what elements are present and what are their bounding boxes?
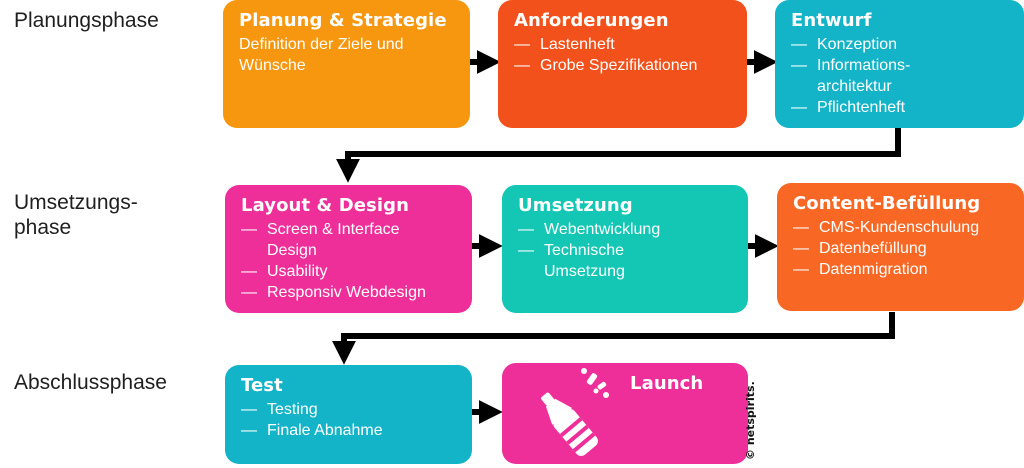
list-item-dash: —	[241, 401, 257, 418]
arrow-entwurf-layout	[336, 128, 901, 183]
phase-label-implementation: Umsetzungs- phase	[14, 191, 138, 239]
list-item: — Datenbefüllung	[793, 238, 1008, 259]
step-title: Planung & Strategie	[239, 10, 447, 31]
list-item-text: Pflichtenheft	[817, 99, 906, 116]
list-item-text: Konzeption	[817, 36, 898, 53]
list-item-dash: —	[514, 57, 530, 74]
step-test: Test — Testing — Finale Abnahme	[225, 365, 472, 464]
phase-label-closing: Abschlussphase	[14, 371, 167, 394]
list-item-dash: —	[241, 221, 257, 238]
list-item-dash: —	[791, 36, 807, 53]
list-item-text: Datenbefüllung	[819, 240, 927, 257]
list-item: — Usability	[241, 261, 456, 282]
step-launch: Launch	[502, 363, 748, 464]
list-item-text: Testing	[267, 401, 318, 418]
list-item-dash: —	[791, 99, 807, 116]
step-entwurf: Entwurf — Konzeption — Informations- archit…	[775, 0, 1024, 128]
list-item: — Datenmigration	[793, 259, 1008, 280]
list-item: — Screen & Interface Design	[241, 219, 456, 261]
list-item: — Webentwicklung	[518, 219, 732, 240]
list-item-dash: —	[241, 284, 257, 301]
step-title: Content-Befüllung	[793, 193, 981, 214]
list-item-dash: —	[241, 422, 257, 439]
list-item-dash: —	[241, 263, 257, 280]
copyright-notice: © netspirits.	[744, 381, 757, 460]
list-item-dash: —	[793, 261, 809, 278]
step-planung-strategie: Planung & Strategie Definition der Ziele…	[223, 0, 470, 128]
step-title: Launch	[630, 373, 704, 394]
list-item-text: Responsiv Webdesign	[267, 284, 426, 301]
step-umsetzung: Umsetzung — Webentwicklung — Technische Ums…	[502, 185, 748, 313]
list-item-dash: —	[518, 242, 534, 259]
list-item-text: Webentwicklung	[544, 221, 661, 238]
list-item: — Informations- architektur	[791, 55, 1008, 97]
list-item-text: Technische Umsetzung	[544, 242, 625, 280]
step-layout-design: Layout & Design — Screen & Interface Desi…	[225, 185, 472, 313]
list-item-dash: —	[791, 57, 807, 74]
list-item-text: Lastenheft	[540, 36, 615, 53]
list-item-dash: —	[793, 240, 809, 257]
step-title: Entwurf	[791, 10, 872, 31]
phase-label-planning: Planungsphase	[14, 9, 159, 32]
list-item-text: Grobe Spezifikationen	[540, 57, 698, 74]
step-title: Umsetzung	[518, 195, 633, 216]
step-title: Anforderungen	[514, 10, 669, 31]
list-item-dash: —	[518, 221, 534, 238]
list-item: — Testing	[241, 399, 456, 420]
list-item-dash: —	[514, 36, 530, 53]
list-item: — Responsiv Webdesign	[241, 282, 456, 303]
step-description: Definition der Ziele und Wünsche	[239, 36, 404, 74]
arrow-content-test	[332, 312, 895, 365]
list-item: — Finale Abnahme	[241, 420, 456, 441]
list-item: — Pflichtenheft	[791, 97, 1008, 118]
step-content-befuellung: Content-Befüllung — CMS-Kundenschulung — Da…	[777, 183, 1024, 311]
list-item-dash: —	[793, 219, 809, 236]
list-item-text: Screen & Interface Design	[267, 221, 400, 259]
list-item: — Grobe Spezifikationen	[514, 55, 731, 76]
step-anforderungen: Anforderungen — Lastenheft — Grobe Spezifik…	[498, 0, 747, 128]
list-item-text: Datenmigration	[819, 261, 928, 278]
step-title: Layout & Design	[241, 195, 410, 216]
list-item: — Lastenheft	[514, 34, 731, 55]
list-item-text: Informations- architektur	[817, 57, 911, 95]
list-item: — CMS-Kundenschulung	[793, 217, 1008, 238]
list-item: — Technische Umsetzung	[518, 240, 732, 282]
step-title: Test	[241, 375, 283, 396]
list-item: — Konzeption	[791, 34, 1008, 55]
champagne-bottle-icon	[541, 368, 609, 457]
list-item-text: Finale Abnahme	[267, 422, 383, 439]
list-item-text: Usability	[267, 263, 328, 280]
list-item-text: CMS-Kundenschulung	[819, 219, 980, 236]
